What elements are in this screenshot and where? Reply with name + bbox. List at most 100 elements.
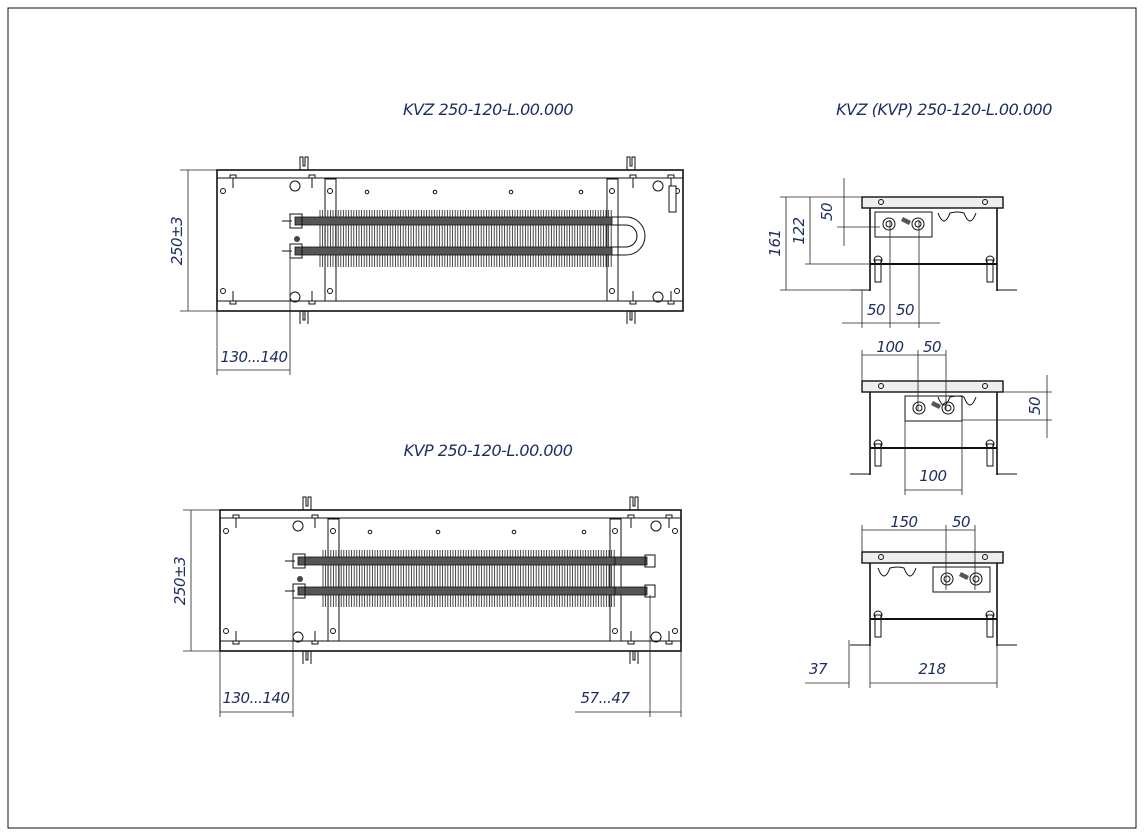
svg-text:50: 50 xyxy=(923,338,941,356)
leveling-foot xyxy=(665,514,673,528)
air-vent xyxy=(294,236,300,242)
dimension-sec1-heights: 161 122 50 xyxy=(766,178,880,291)
hole xyxy=(581,529,587,535)
section-view-2 xyxy=(850,380,1017,475)
svg-text:50: 50 xyxy=(952,513,970,531)
dimension-kvz-inlet-offset: 130...140 xyxy=(216,255,291,375)
hole xyxy=(367,529,373,535)
leveling-foot xyxy=(627,631,635,645)
hole xyxy=(944,404,952,412)
hole xyxy=(672,528,678,534)
mounting-bracket xyxy=(629,496,639,510)
adjust-screw xyxy=(650,631,662,643)
svg-text:150: 150 xyxy=(890,513,917,531)
pipe-nut xyxy=(882,217,896,231)
hole xyxy=(878,383,884,389)
hole xyxy=(982,199,988,205)
svg-text:50: 50 xyxy=(896,301,914,319)
dimension-sec2-plate-width: 100 xyxy=(904,420,963,495)
plan-view-kvz xyxy=(216,156,684,324)
hole xyxy=(609,288,615,294)
foot-head xyxy=(873,255,883,265)
adjust-screw xyxy=(292,520,304,532)
leveling-foot xyxy=(667,291,675,305)
heat-pipe xyxy=(294,246,613,256)
leveling-foot xyxy=(311,631,319,645)
tray-profile xyxy=(937,211,977,222)
pipe-nut xyxy=(911,217,925,231)
hole xyxy=(982,383,988,389)
adjust-screw xyxy=(650,520,662,532)
leveling-foot xyxy=(232,631,240,645)
grille-flange xyxy=(861,380,1004,393)
foot-head xyxy=(873,610,883,620)
foot-head xyxy=(985,255,995,265)
heat-pipe xyxy=(294,216,613,226)
hole xyxy=(915,404,923,412)
svg-text:218: 218 xyxy=(918,660,945,678)
tray-profile xyxy=(937,395,977,406)
title-kvp: KVP 250-120-L.00.000 xyxy=(404,441,573,460)
hole xyxy=(878,554,884,560)
hole xyxy=(435,529,441,535)
hole xyxy=(982,554,988,560)
housing-outline xyxy=(219,509,682,652)
dimension-kvz-height: 250±3 xyxy=(168,169,217,312)
valve-head xyxy=(931,401,941,409)
svg-text:250±3: 250±3 xyxy=(168,217,186,265)
title-section: KVZ (KVP) 250-120-L.00.000 xyxy=(836,100,1052,119)
leveling-foot xyxy=(629,174,637,188)
hole xyxy=(330,528,336,534)
leveling-foot xyxy=(229,291,237,305)
mounting-bracket xyxy=(629,650,639,664)
valve-head xyxy=(959,572,969,580)
hole xyxy=(511,529,517,535)
foot-head xyxy=(985,610,995,620)
mounting-bracket xyxy=(626,156,636,170)
svg-text:122: 122 xyxy=(790,217,808,244)
tray-profile xyxy=(877,566,917,577)
connection-plate xyxy=(932,566,991,593)
pipe-nut xyxy=(940,572,954,586)
support-plate xyxy=(609,518,622,642)
leveling-foot xyxy=(308,291,316,305)
hole xyxy=(432,189,438,195)
hole xyxy=(674,288,680,294)
air-vent xyxy=(297,576,303,582)
dimension-sec3-offsets: 150 50 xyxy=(861,513,976,590)
dimension-kvp-height: 250±3 xyxy=(171,509,220,652)
hole xyxy=(578,189,584,195)
hole xyxy=(972,575,980,583)
svg-text:250±3: 250±3 xyxy=(171,557,189,605)
heat-pipe xyxy=(297,556,616,566)
leveling-foot xyxy=(308,174,316,188)
svg-text:130...140: 130...140 xyxy=(222,689,289,707)
valve-head xyxy=(901,217,911,225)
dimension-sec2-pipe-depth: 50 xyxy=(962,375,1052,438)
mounting-bracket xyxy=(626,310,636,324)
hole xyxy=(914,220,922,228)
mounting-bracket xyxy=(302,496,312,510)
svg-text:130...140: 130...140 xyxy=(220,348,287,366)
heat-pipe xyxy=(614,556,648,566)
plan-view-kvp xyxy=(219,496,682,664)
section-view-1 xyxy=(850,196,1017,291)
foot-head xyxy=(873,439,883,449)
leveling-foot xyxy=(874,443,882,467)
valve xyxy=(644,554,656,568)
hole xyxy=(508,189,514,195)
foot-head xyxy=(985,439,995,449)
hole xyxy=(223,528,229,534)
dimension-kvp-inlet-offset: 130...140 xyxy=(219,595,294,717)
hole xyxy=(612,528,618,534)
adjust-screw xyxy=(652,291,664,303)
leveling-foot xyxy=(986,443,994,467)
support-plate xyxy=(606,178,619,302)
terminal-block xyxy=(668,185,677,213)
connection-plate xyxy=(874,211,933,238)
leveling-foot xyxy=(229,174,237,188)
hole xyxy=(885,220,893,228)
dimension-sec2-offsets: 100 50 xyxy=(861,338,947,410)
dimension-kvp-outlet-offset: 57...47 xyxy=(575,595,682,717)
leveling-foot xyxy=(627,514,635,528)
